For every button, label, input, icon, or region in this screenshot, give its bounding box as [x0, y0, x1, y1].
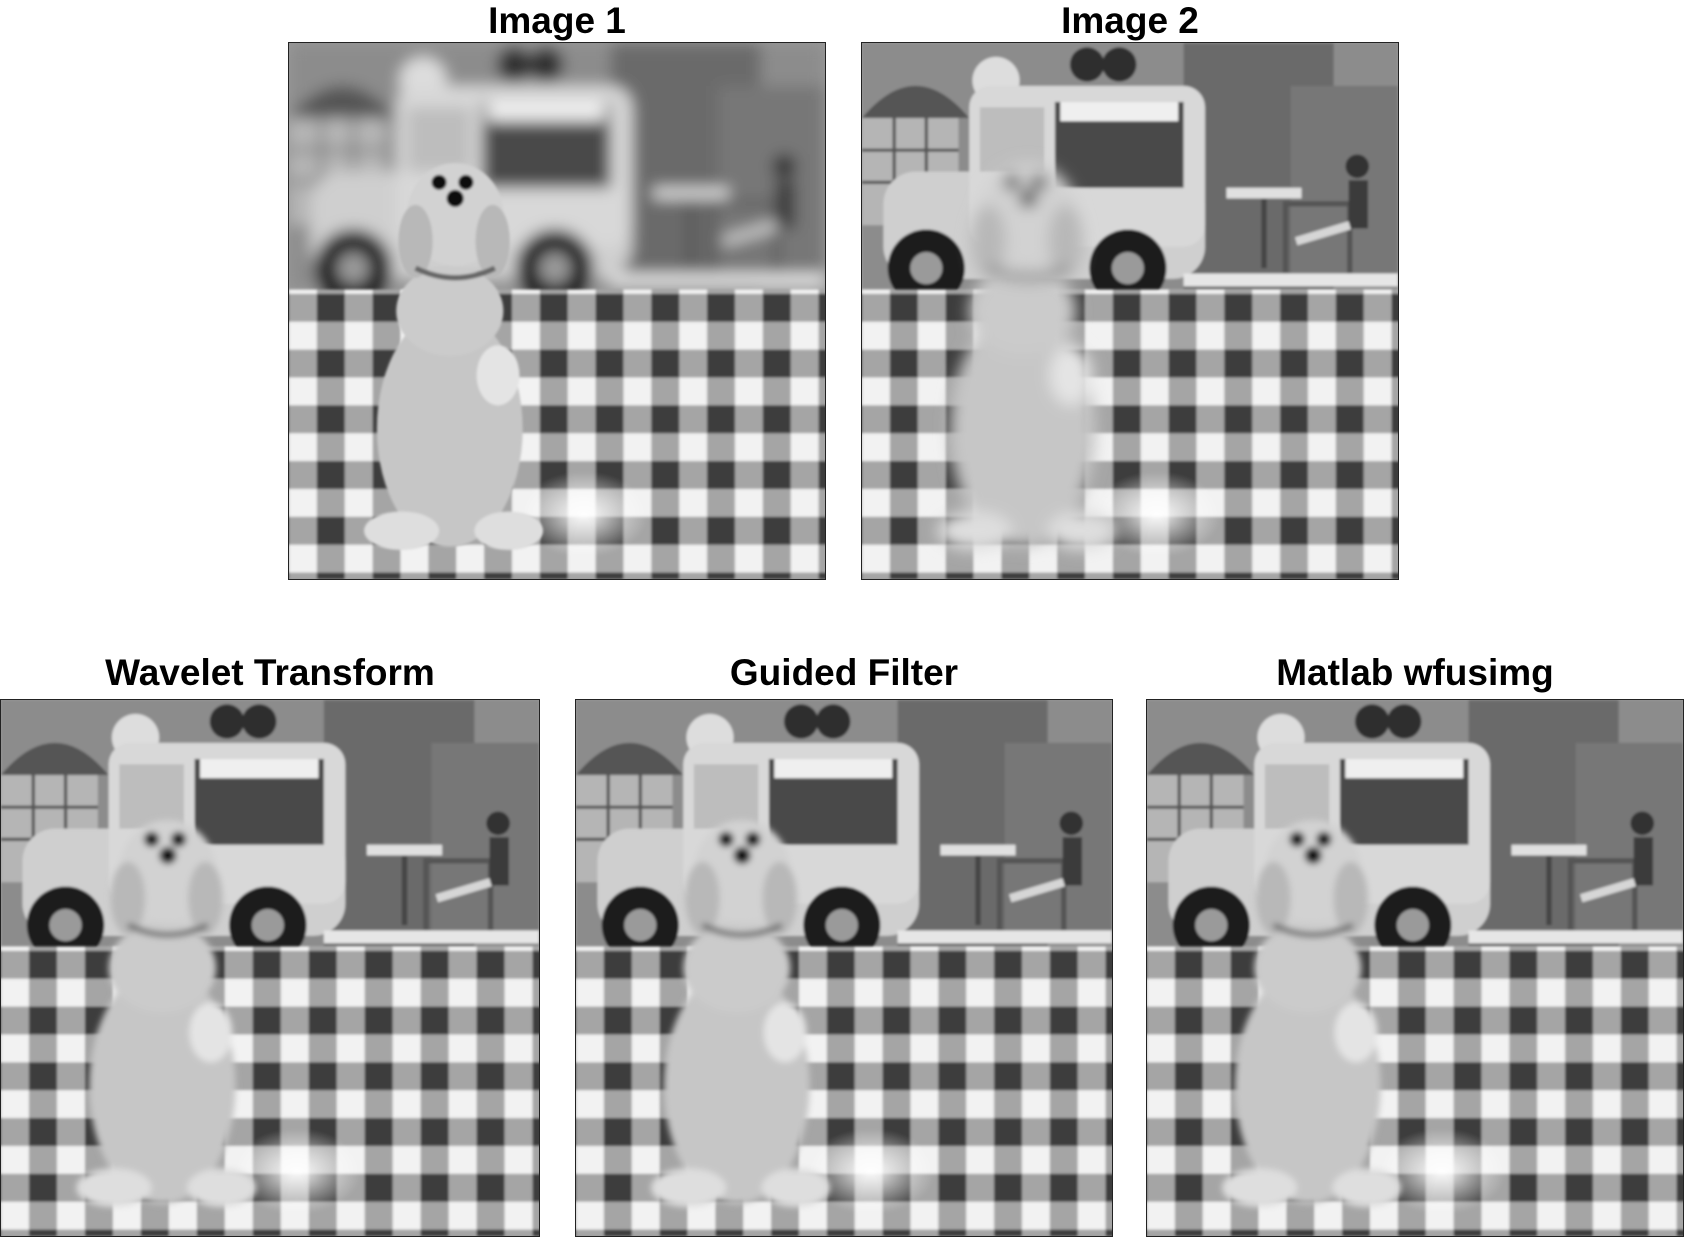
panel-wavelet-transform: Wavelet Transform	[0, 650, 540, 1237]
scene	[1, 700, 539, 1236]
photo-image-1	[288, 42, 826, 580]
photo-wavelet-transform	[0, 699, 540, 1237]
photo-image-2	[861, 42, 1399, 580]
panel-title: Matlab wfusimg	[1276, 652, 1554, 693]
scene	[576, 700, 1112, 1236]
panel-title: Image 2	[1061, 0, 1199, 41]
panel-matlab-wfusimg: Matlab wfusimg	[1146, 650, 1684, 1237]
photo-guided-filter	[575, 699, 1113, 1237]
panel-image-1: Image 1	[288, 0, 826, 580]
panel-guided-filter: Guided Filter	[575, 650, 1113, 1237]
panel-title: Guided Filter	[729, 652, 959, 693]
panel-title: Wavelet Transform	[105, 652, 435, 693]
panel-image-2: Image 2	[861, 0, 1399, 580]
panel-title: Image 1	[488, 0, 626, 41]
scene	[862, 43, 1398, 579]
photo-matlab-wfusimg	[1146, 699, 1684, 1237]
scene	[1147, 700, 1683, 1236]
scene	[289, 43, 825, 579]
